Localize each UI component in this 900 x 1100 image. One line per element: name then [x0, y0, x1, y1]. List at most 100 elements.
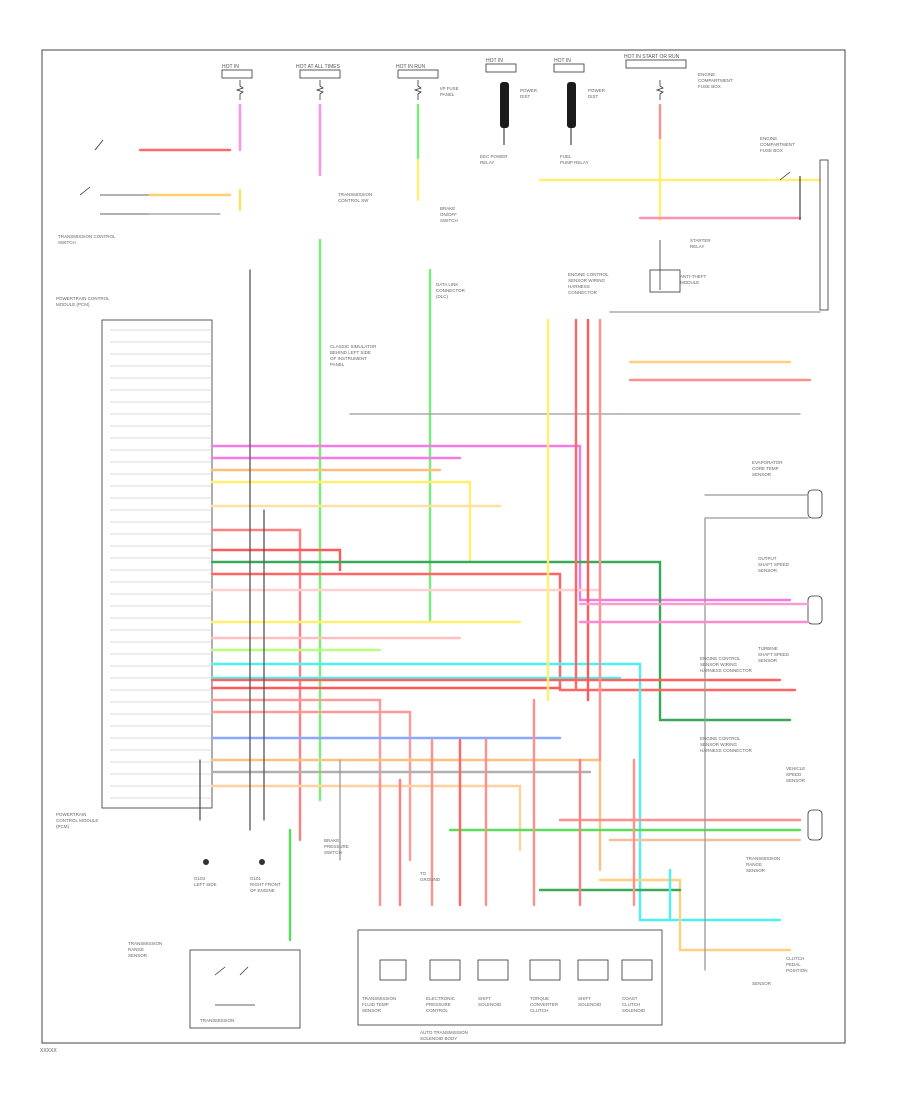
svg-text:TRANSMISSION: TRANSMISSION — [200, 1018, 234, 1023]
ground-strap-2 — [567, 82, 576, 128]
svg-text:OF ENGINE: OF ENGINE — [250, 888, 275, 893]
center-labels: CLASSIC SIMULATOR BEHIND LEFT SIDE OF IN… — [324, 282, 466, 882]
svg-text:CLUTCH: CLUTCH — [786, 956, 804, 961]
svg-text:TO: TO — [420, 871, 427, 876]
svg-text:PRESSURE: PRESSURE — [324, 844, 349, 849]
svg-text:RELAY: RELAY — [690, 244, 704, 249]
svg-text:CONTROL: CONTROL — [426, 1008, 448, 1013]
svg-text:CORE TEMP: CORE TEMP — [752, 466, 779, 471]
svg-text:COAST: COAST — [622, 996, 638, 1001]
svg-text:ANTI-THEFT: ANTI-THEFT — [680, 274, 706, 279]
svg-text:COMPARTMENT: COMPARTMENT — [760, 142, 795, 147]
transmission-control-switch: TRANSMISSION CONTROL SWITCH — [58, 139, 232, 245]
pcm-connector: POWERTRAIN CONTROL MODULE (PCM) POWERTRA… — [56, 296, 213, 829]
svg-text:TURBINE: TURBINE — [758, 646, 778, 651]
svg-text:SWITCH: SWITCH — [324, 850, 342, 855]
svg-text:ELECTRONIC: ELECTRONIC — [426, 996, 456, 1001]
svg-text:PRESSURE: PRESSURE — [426, 1002, 451, 1007]
svg-text:PANEL: PANEL — [330, 362, 345, 367]
svg-text:BRAKE: BRAKE — [440, 206, 455, 211]
svg-text:TRANSMISSION CONTROL: TRANSMISSION CONTROL — [58, 234, 116, 239]
svg-text:SENSOR WIRING: SENSOR WIRING — [700, 742, 738, 747]
svg-text:TRANSMISSION: TRANSMISSION — [362, 996, 396, 1001]
svg-text:TRANSMISSION: TRANSMISSION — [338, 192, 372, 197]
svg-text:SOLENOID BODY: SOLENOID BODY — [420, 1036, 457, 1041]
svg-text:CONNECTOR: CONNECTOR — [568, 290, 598, 295]
svg-text:POWERTRAIN CONTROL: POWERTRAIN CONTROL — [56, 296, 110, 301]
svg-text:ENGINE CONTROL: ENGINE CONTROL — [568, 272, 609, 277]
svg-text:RANGE: RANGE — [128, 947, 144, 952]
svg-text:PEDAL: PEDAL — [786, 962, 801, 967]
svg-text:SENSOR: SENSOR — [752, 981, 772, 986]
pcm-pin-rows — [110, 329, 212, 799]
svg-text:SHIFT: SHIFT — [578, 996, 591, 1001]
svg-text:AUTO TRANSMISSION: AUTO TRANSMISSION — [420, 1030, 468, 1035]
svg-text:CLASSIC SIMULATOR: CLASSIC SIMULATOR — [330, 344, 377, 349]
svg-text:HARNESS CONNECTOR: HARNESS CONNECTOR — [700, 668, 753, 673]
svg-text:SOLENOID: SOLENOID — [478, 1002, 502, 1007]
svg-text:SOLENOID: SOLENOID — [622, 1008, 646, 1013]
svg-text:HOT IN: HOT IN — [222, 64, 239, 70]
svg-text:SHAFT SPEED: SHAFT SPEED — [758, 562, 790, 567]
solenoid-body: TRANSMISSION FLUID TEMP SENSOR ELECTRONI… — [357, 929, 663, 1041]
svg-text:SENSOR: SENSOR — [362, 1008, 382, 1013]
svg-text:GROUND: GROUND — [420, 877, 441, 882]
svg-text:CONVERTER: CONVERTER — [530, 1002, 559, 1007]
svg-text:HOT AT ALL TIMES: HOT AT ALL TIMES — [296, 64, 341, 70]
svg-text:FUSE BOX: FUSE BOX — [698, 84, 721, 89]
ground-strap-1 — [500, 82, 509, 128]
svg-text:POWER: POWER — [520, 88, 538, 93]
svg-text:POWER: POWER — [588, 88, 606, 93]
svg-text:ON/OFF: ON/OFF — [440, 212, 457, 217]
svg-text:PANEL: PANEL — [440, 92, 455, 97]
footer-code: XXXXX — [40, 1048, 57, 1054]
svg-text:OF INSTRUMENT: OF INSTRUMENT — [330, 356, 367, 361]
svg-text:ENGINE: ENGINE — [698, 72, 715, 77]
svg-text:DIST: DIST — [588, 94, 599, 99]
svg-text:HARNESS CONNECTOR: HARNESS CONNECTOR — [700, 748, 753, 753]
svg-text:COMPARTMENT: COMPARTMENT — [698, 78, 733, 83]
svg-text:ENGINE CONTROL: ENGINE CONTROL — [700, 656, 741, 661]
svg-text:RANGE: RANGE — [746, 862, 762, 867]
svg-text:FUEL: FUEL — [560, 154, 572, 159]
svg-text:SENSOR: SENSOR — [752, 472, 772, 477]
svg-text:CONTROL SW: CONTROL SW — [338, 198, 369, 203]
svg-text:DATA LINK: DATA LINK — [436, 282, 458, 287]
svg-text:EEC POWER: EEC POWER — [480, 154, 508, 159]
svg-text:POWERTRAIN: POWERTRAIN — [56, 812, 86, 817]
svg-text:SENSOR: SENSOR — [786, 778, 806, 783]
svg-text:BEHIND LEFT SIDE: BEHIND LEFT SIDE — [330, 350, 371, 355]
svg-text:G101: G101 — [250, 876, 262, 881]
svg-text:BRAKE: BRAKE — [324, 838, 339, 843]
svg-text:HOT IN RUN: HOT IN RUN — [396, 64, 425, 70]
svg-text:TORQUE: TORQUE — [530, 996, 549, 1001]
svg-text:RIGHT FRONT: RIGHT FRONT — [250, 882, 281, 887]
svg-text:RELAY: RELAY — [480, 160, 494, 165]
svg-text:STARTER: STARTER — [690, 238, 711, 243]
svg-text:G103: G103 — [194, 876, 206, 881]
svg-text:CONNECTOR: CONNECTOR — [436, 288, 466, 293]
svg-text:SWITCH: SWITCH — [58, 240, 76, 245]
svg-text:SOLENOID: SOLENOID — [578, 1002, 602, 1007]
svg-text:SHAFT SPEED: SHAFT SPEED — [758, 652, 790, 657]
bottom-left-switch: TRANSMISSION RANGE SENSOR TRANSMISSION G… — [128, 859, 301, 1029]
svg-text:ENGINE CONTROL: ENGINE CONTROL — [700, 736, 741, 741]
svg-text:SENSOR: SENSOR — [128, 953, 148, 958]
svg-text:SENSOR: SENSOR — [758, 568, 778, 573]
svg-text:MODULE (PCM): MODULE (PCM) — [56, 302, 90, 307]
svg-text:SPEED: SPEED — [786, 772, 802, 777]
svg-text:MODULE: MODULE — [680, 280, 699, 285]
diagram-border — [41, 49, 846, 1044]
svg-text:SENSOR WIRING: SENSOR WIRING — [568, 278, 606, 283]
svg-text:SENSOR WIRING: SENSOR WIRING — [700, 662, 738, 667]
svg-text:I/P FUSE: I/P FUSE — [440, 86, 459, 91]
svg-text:FUSE BOX: FUSE BOX — [760, 148, 783, 153]
svg-text:HOT IN START OR RUN: HOT IN START OR RUN — [624, 54, 680, 60]
svg-text:CLUTCH: CLUTCH — [622, 1002, 640, 1007]
svg-text:FLUID TEMP: FLUID TEMP — [362, 1002, 389, 1007]
svg-text:SWITCH: SWITCH — [440, 218, 458, 223]
svg-text:SHIFT: SHIFT — [478, 996, 491, 1001]
svg-text:ENGINE: ENGINE — [760, 136, 777, 141]
right-sensors: EVAPORATOR CORE TEMP SENSOR OUTPUT SHAFT… — [578, 460, 823, 986]
